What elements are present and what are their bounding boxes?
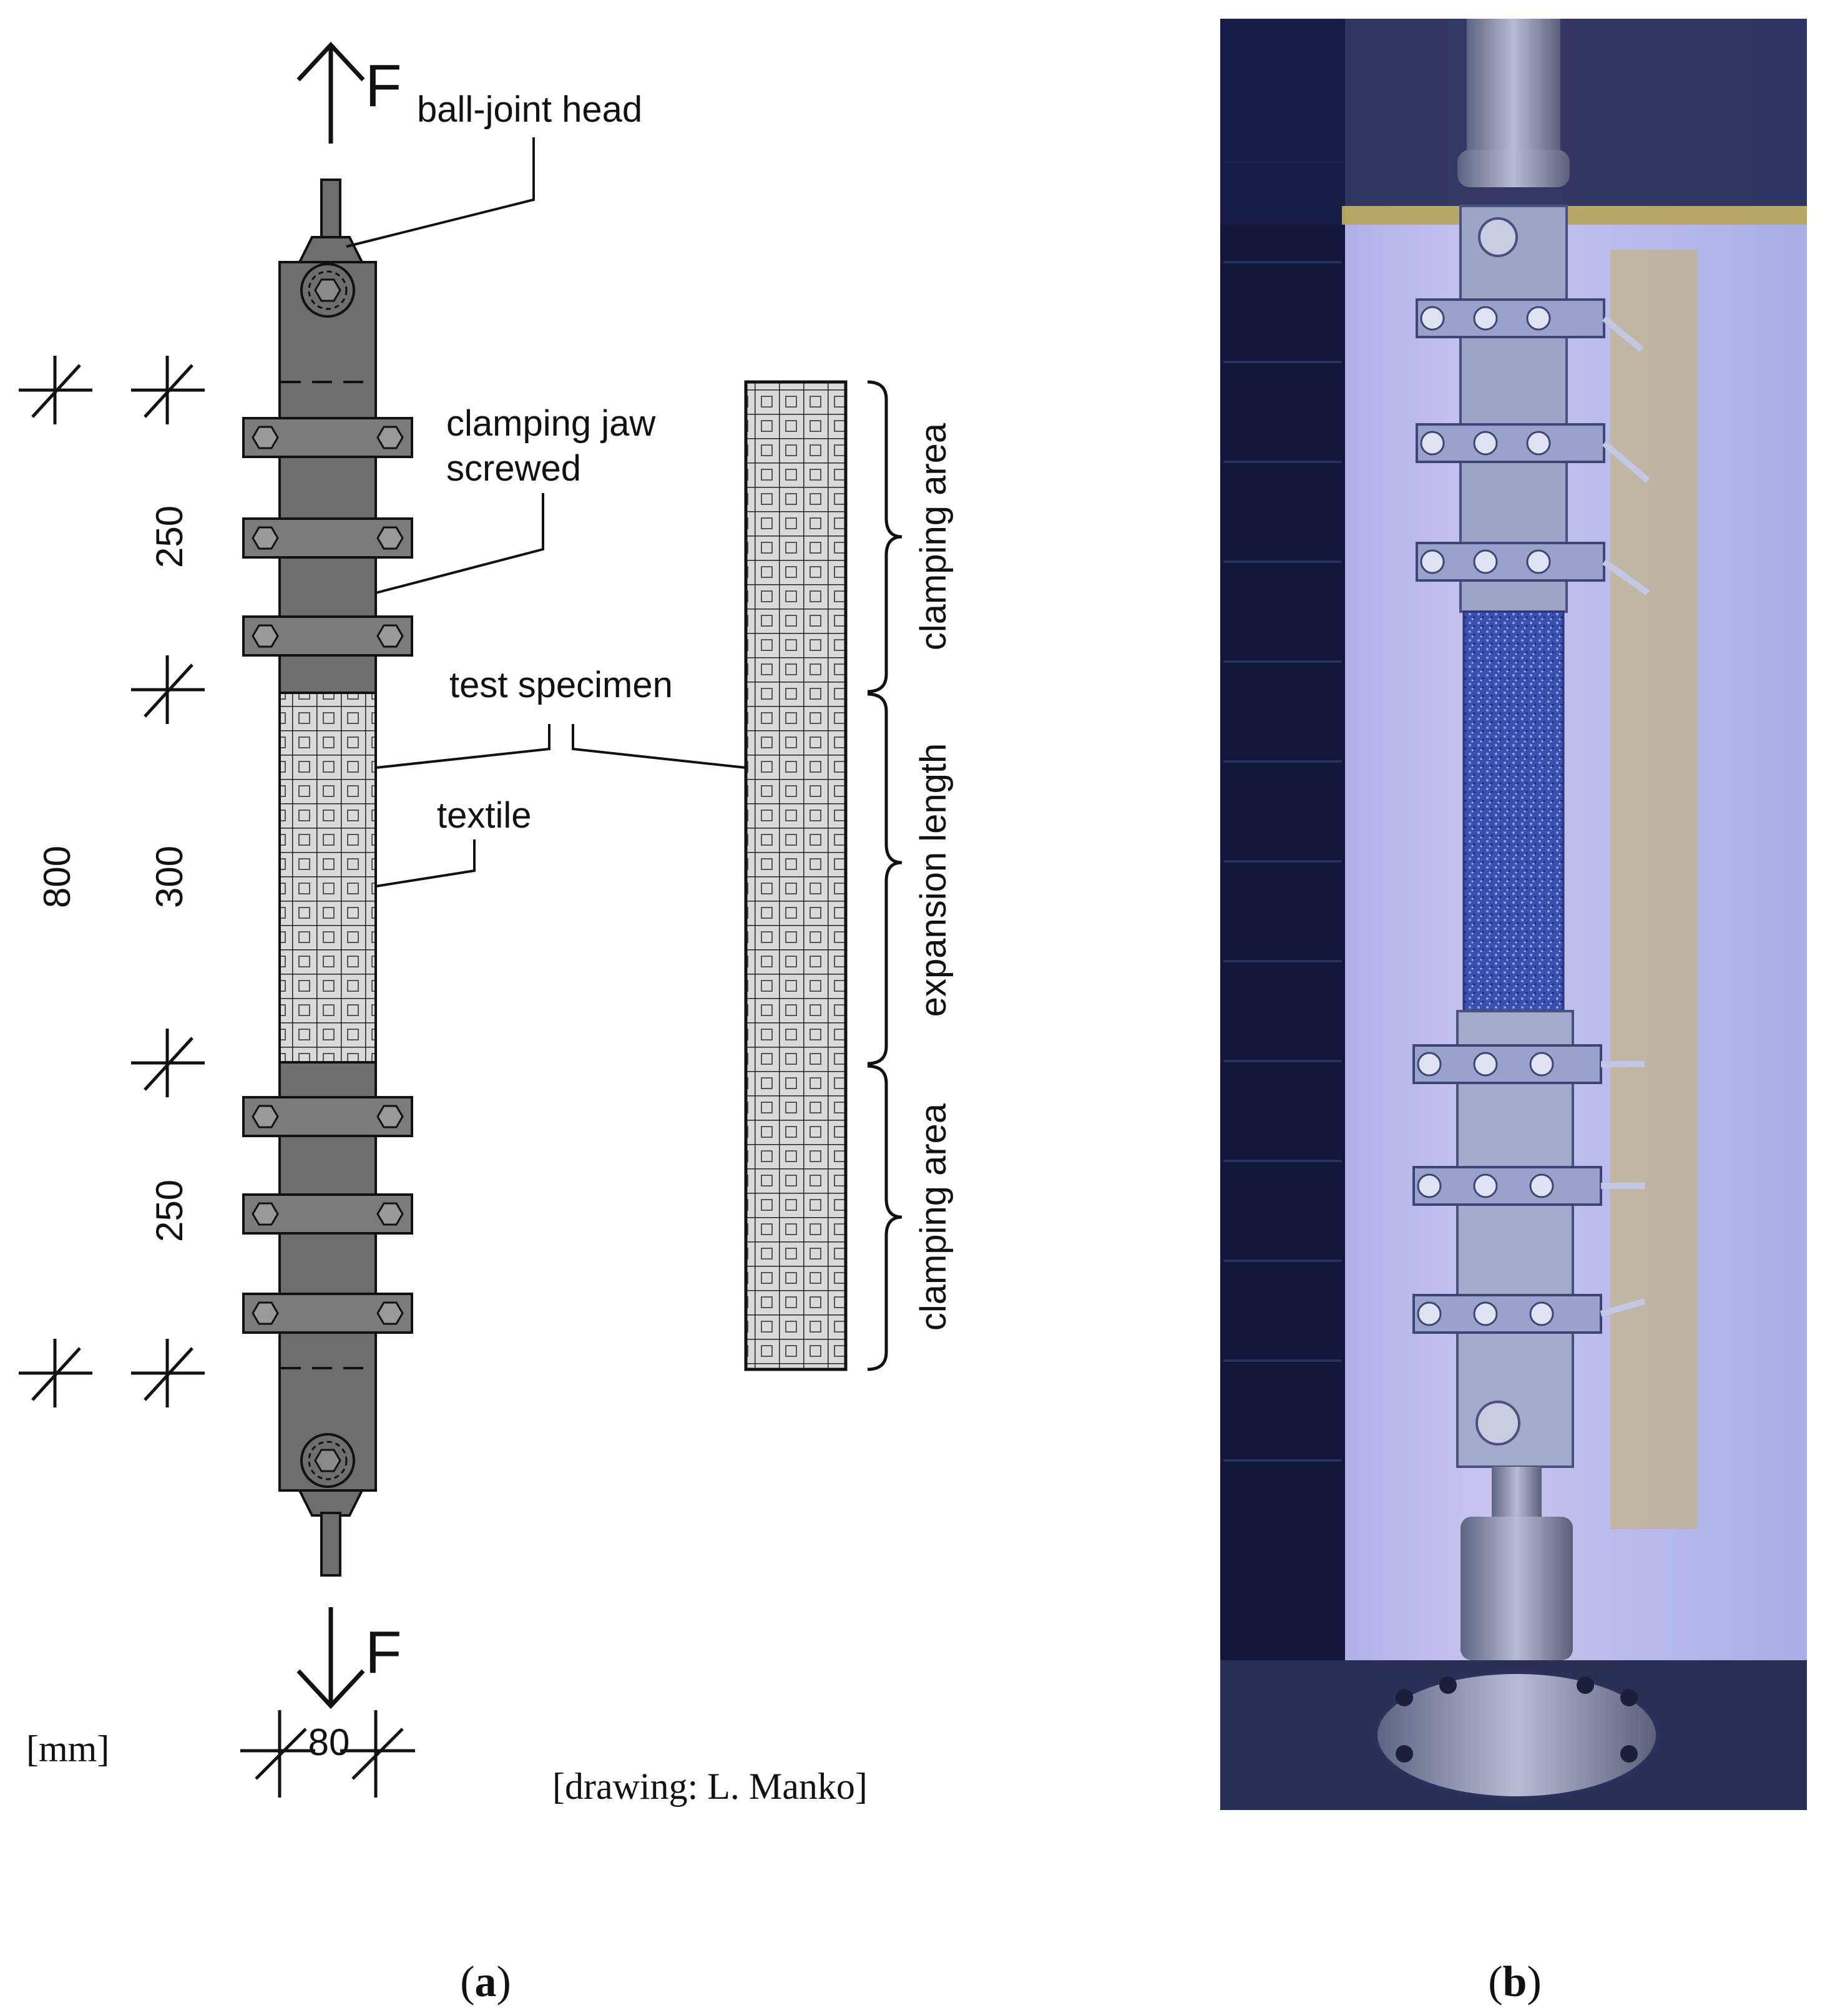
leader-lines bbox=[346, 137, 746, 888]
label-clamping-jaw-line2: screwed bbox=[446, 448, 581, 489]
specimen-detail-view bbox=[744, 380, 848, 1371]
panel-a-drawing: F bbox=[19, 41, 954, 1807]
caption-b-close: ) bbox=[1527, 1958, 1541, 2006]
panel-b-photo bbox=[1220, 19, 1807, 1810]
photo-specimen-speckle bbox=[1462, 610, 1565, 1012]
bottom-ball-joint bbox=[300, 1433, 355, 1488]
upper-crosshead-rod bbox=[1467, 19, 1560, 162]
bottom-rod bbox=[320, 1512, 341, 1577]
label-test-specimen: test specimen bbox=[449, 665, 673, 705]
dim-free-length: 300 bbox=[149, 846, 190, 908]
drawing-credit: [drawing: L. Manko] bbox=[552, 1766, 868, 1807]
top-rod bbox=[320, 179, 341, 243]
label-expansion-length: expansion length bbox=[913, 743, 954, 1017]
caption-a-letter: a bbox=[475, 1958, 497, 2006]
label-ball-joint-head: ball-joint head bbox=[417, 89, 642, 130]
dim-top-clamp: 250 bbox=[149, 506, 190, 568]
photo-lower-steel-plate bbox=[1456, 1010, 1574, 1468]
label-clamping-jaw-line1: clamping jaw bbox=[446, 403, 656, 444]
dim-bottom-clamp: 250 bbox=[149, 1180, 190, 1242]
specimen-textile-region bbox=[278, 692, 377, 1064]
caption-b: (b) bbox=[1488, 1958, 1542, 2006]
caption-b-letter: b bbox=[1503, 1958, 1527, 2006]
dim-total: 800 bbox=[36, 846, 78, 908]
top-clamping-jaws bbox=[242, 417, 413, 657]
bottom-clevis bbox=[297, 1489, 365, 1517]
label-textile: textile bbox=[437, 795, 532, 836]
top-ball-joint bbox=[300, 263, 355, 318]
label-clamping-area-top: clamping area bbox=[913, 423, 954, 650]
unit-label: [mm] bbox=[26, 1728, 109, 1769]
force-arrow-down bbox=[296, 1607, 365, 1710]
dimension-ticks bbox=[19, 356, 415, 1798]
caption-a: (a) bbox=[460, 1958, 511, 2006]
label-clamping-area-bottom: clamping area bbox=[913, 1103, 954, 1331]
machine-base-flange bbox=[1375, 1671, 1658, 1799]
machine-enclosure bbox=[1220, 19, 1345, 1810]
force-label-top: F bbox=[365, 52, 402, 119]
bottom-clamping-jaws bbox=[242, 1096, 413, 1334]
force-arrow-up bbox=[296, 41, 365, 144]
region-braces bbox=[867, 380, 903, 1371]
force-label-bottom: F bbox=[365, 1619, 402, 1686]
caption-a-open: ( bbox=[460, 1958, 474, 2006]
dim-width: 80 bbox=[308, 1721, 350, 1763]
caption-a-close: ) bbox=[497, 1958, 511, 2006]
top-clevis bbox=[297, 236, 365, 263]
caption-b-open: ( bbox=[1488, 1958, 1502, 2006]
